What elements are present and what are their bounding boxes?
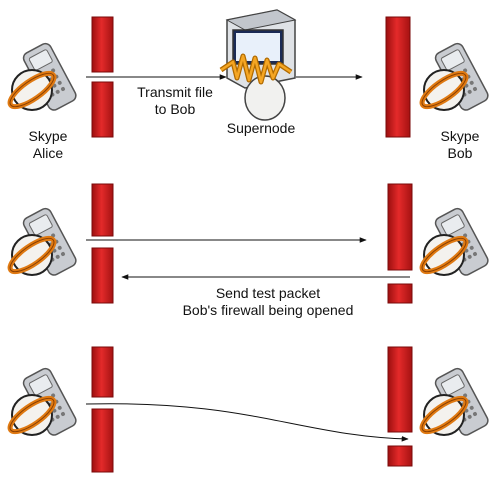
bob-firewall-bottom-2: [387, 283, 413, 304]
bob-name: Skype: [440, 128, 480, 144]
alice-client-icon: [6, 42, 78, 113]
test-packet-line1: Send test packet: [215, 285, 321, 301]
bob-client-icon-3: [418, 367, 490, 438]
bob-firewall-top-3: [387, 346, 413, 433]
alice-client-icon-3: [6, 367, 78, 438]
transmit-line2: to Bob: [154, 101, 196, 117]
bob-name-label: Skype Bob: [430, 128, 490, 162]
bob-sub: Bob: [447, 145, 473, 161]
bob-firewall-top-2: [387, 183, 413, 271]
alice-sub: Alice: [32, 145, 64, 161]
panel-1: [6, 10, 490, 138]
test-packet-line2: Bob's firewall being opened: [182, 302, 354, 318]
panel-2: [6, 183, 490, 304]
alice-name: Skype: [28, 128, 68, 144]
alice-name-label: Skype Alice: [18, 128, 78, 162]
alice-firewall-bottom-2: [91, 247, 114, 304]
panel-3: [6, 346, 490, 473]
bob-client-icon: [418, 42, 490, 113]
direct-connection-curve: [85, 403, 409, 442]
bob-client-icon-2: [418, 207, 490, 278]
alice-client-icon-2: [6, 207, 78, 278]
alice-firewall-top-2: [91, 183, 114, 237]
transmit-label: Transmit file to Bob: [120, 84, 230, 118]
supernode-computer-icon: [221, 10, 295, 120]
transmit-line1: Transmit file: [137, 84, 213, 100]
supernode-label: Supernode: [226, 120, 296, 136]
alice-firewall-top: [91, 16, 114, 73]
bob-firewall: [385, 16, 411, 138]
alice-firewall-top-3: [91, 346, 114, 398]
alice-firewall-bottom-3: [91, 408, 114, 473]
bob-firewall-bottom-3: [387, 445, 413, 467]
alice-firewall-bottom: [91, 81, 114, 138]
test-packet-label: Send test packet Bob's firewall being op…: [148, 285, 388, 319]
